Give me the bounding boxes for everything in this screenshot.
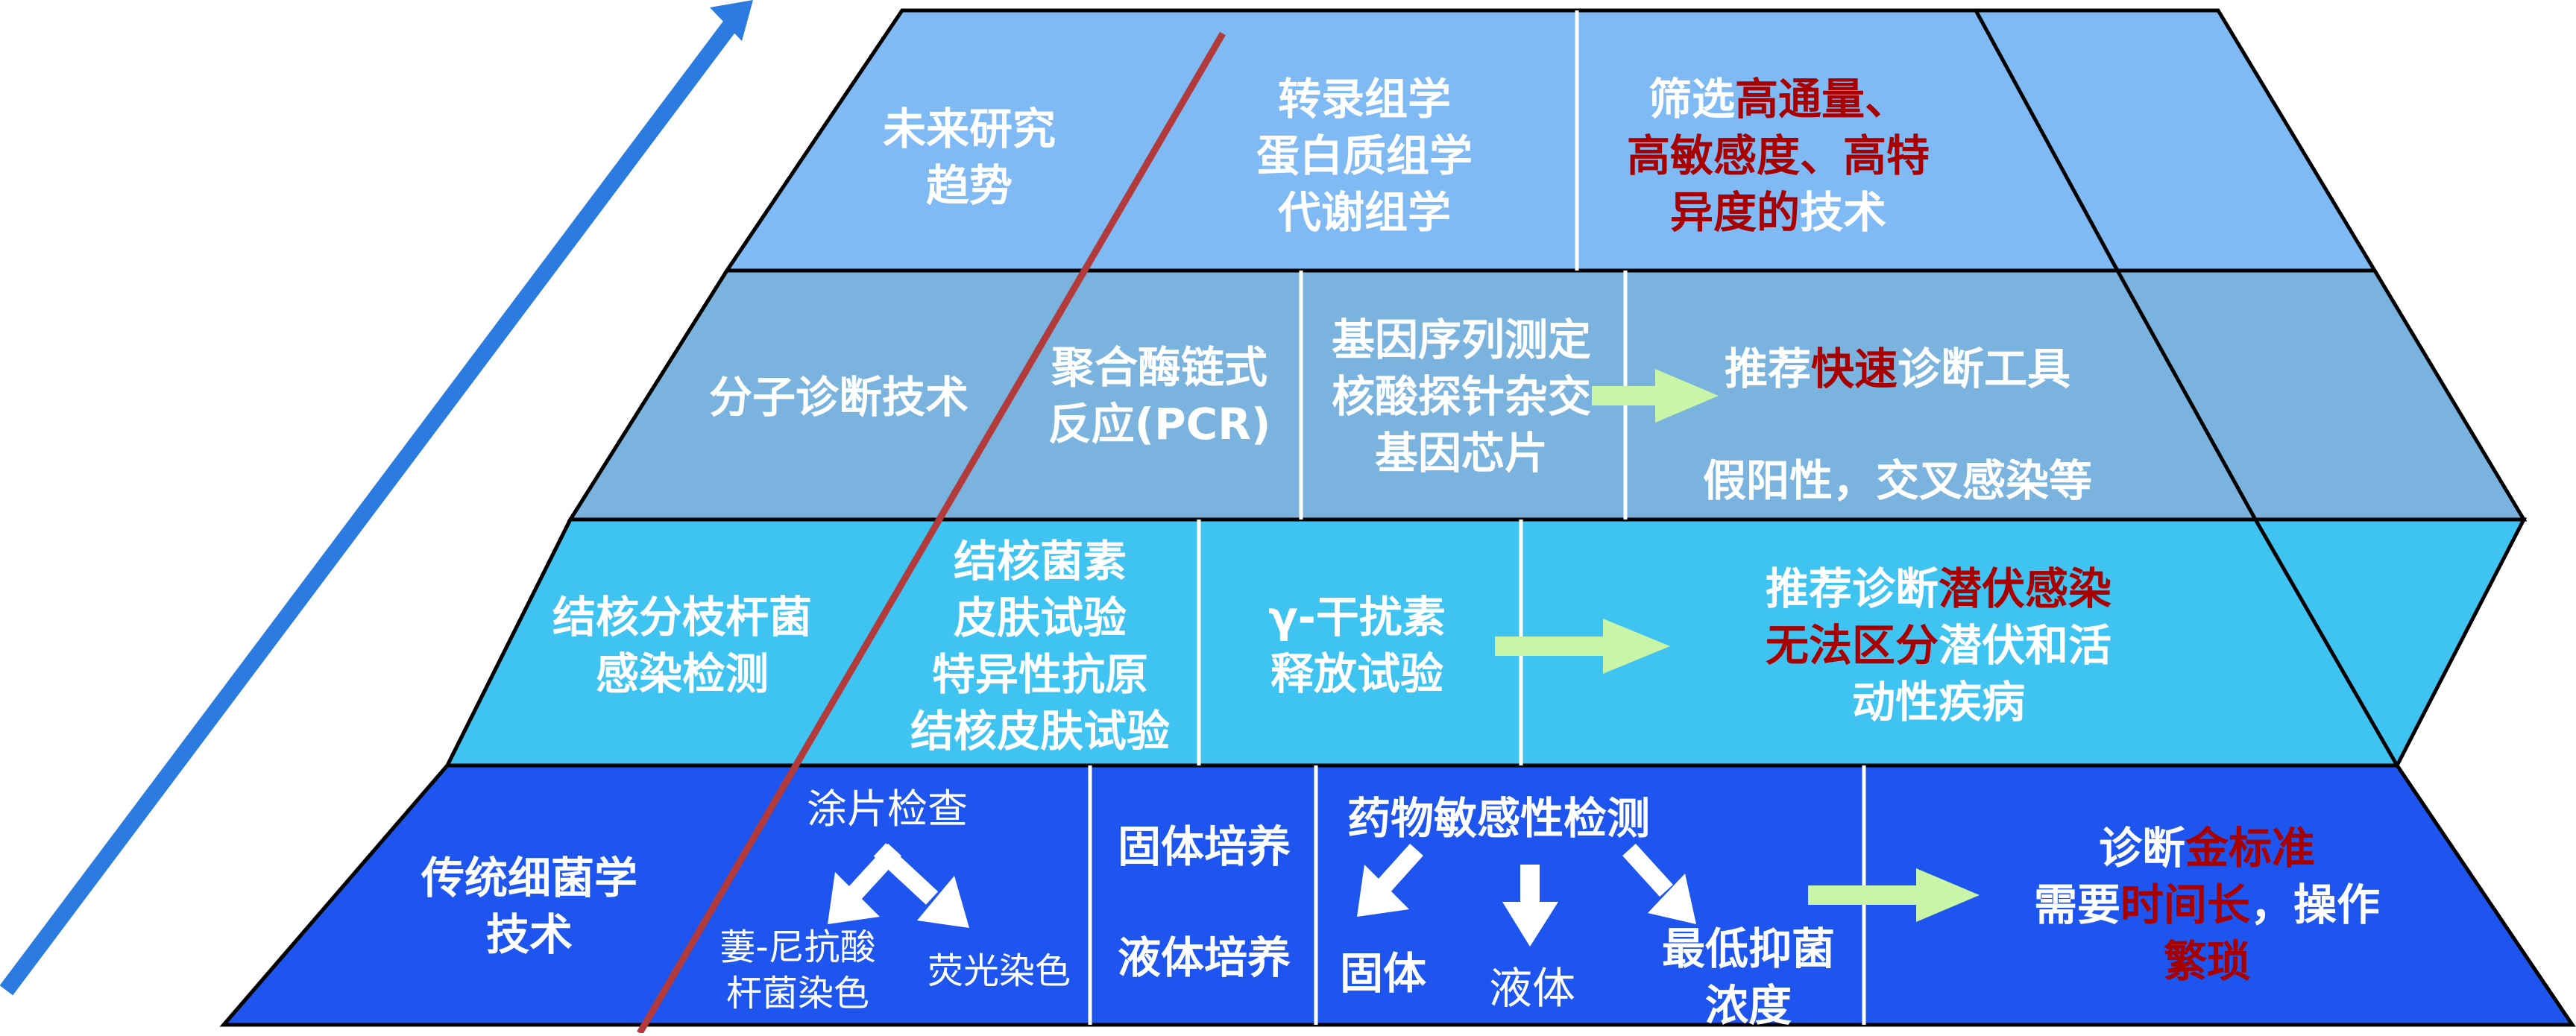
note-line: 推荐快速诊断工具 bbox=[1663, 313, 2132, 425]
tier-3-title: 结核分枝杆菌 感染检测 bbox=[552, 592, 812, 699]
tier-2-note: 推荐快速诊断工具 假阳性，交叉感染等 bbox=[1663, 313, 2132, 537]
emphasis-text: 繁琐 bbox=[2163, 936, 2250, 987]
emphasis-text: 异度的 bbox=[1669, 187, 1800, 238]
tier-4-note: 诊断金标准需要时间长，操作繁琐 bbox=[1998, 820, 2416, 990]
dst-solid: 固体 bbox=[1339, 948, 1426, 999]
note-text: 诊断工具 bbox=[1898, 344, 2071, 394]
emphasis-text: 高通量、 bbox=[1735, 74, 1909, 124]
emphasis-text: 高敏感度、高特 bbox=[1626, 130, 1930, 181]
tier-2-method-genetic: 基因序列测定 核酸探针杂交 基因芯片 bbox=[1331, 315, 1591, 478]
note-text: 诊断 bbox=[2098, 823, 2185, 874]
white-arrow-down-left bbox=[1357, 843, 1423, 917]
trend-arrow-head bbox=[710, 0, 753, 41]
white-arrow-down-right bbox=[1622, 843, 1696, 924]
note-line: 繁琐 bbox=[1998, 933, 2416, 990]
dst-liquid: 液体 bbox=[1488, 963, 1575, 1014]
tier-4-band-fill bbox=[219, 763, 2576, 1027]
tier-3-method-tst: 结核菌素 皮肤试验 特异性抗原 结核皮肤试验 bbox=[910, 536, 1170, 757]
tier-1-note: 筛选高通量、高敏感度、高特异度的技术 bbox=[1592, 71, 1965, 241]
note-line: 需要时间长，操作 bbox=[1998, 877, 2416, 933]
tier-3-method-igra: γ-干扰素 释放试验 bbox=[1268, 592, 1446, 699]
tier-4-title: 传统细菌学 技术 bbox=[421, 853, 637, 960]
note-text: 假阳性，交叉感染等 bbox=[1702, 455, 2092, 506]
emphasis-text: 潜伏感染 bbox=[1939, 563, 2112, 614]
emphasis-text: 快速 bbox=[1810, 344, 1898, 394]
culture-solid: 固体培养 bbox=[1117, 821, 1291, 872]
note-text: 推荐诊断 bbox=[1765, 563, 1939, 614]
note-line: 动性疾病 bbox=[1678, 674, 2199, 730]
emphasis-text: 金标准 bbox=[2185, 823, 2316, 874]
note-text: ，操作 bbox=[2250, 879, 2381, 930]
tier-2-title: 分子诊断技术 bbox=[708, 372, 969, 423]
note-line: 假阳性，交叉感染等 bbox=[1663, 425, 2132, 537]
note-line: 诊断金标准 bbox=[1998, 820, 2416, 877]
emphasis-text: 时间长 bbox=[2120, 879, 2250, 930]
note-text: 动性疾病 bbox=[1851, 677, 2025, 727]
note-text: 推荐 bbox=[1724, 344, 1811, 394]
note-text: 技术 bbox=[1800, 187, 1887, 238]
note-line: 异度的技术 bbox=[1592, 184, 1965, 241]
white-arrow-down bbox=[1502, 865, 1558, 947]
dst-mic: 最低抑菌 浓度 bbox=[1661, 923, 1835, 1031]
smear-label: 涂片检查 bbox=[807, 786, 968, 833]
smear-zn-stain: 萋-尼抗酸 杆菌染色 bbox=[719, 926, 876, 1014]
tier-3-note: 推荐诊断潜伏感染无法区分潜伏和活动性疾病 bbox=[1678, 560, 2199, 730]
tier-1-band-fill bbox=[723, 8, 2121, 273]
emphasis-text: 无法区分 bbox=[1765, 620, 1939, 671]
note-text: 需要 bbox=[2033, 879, 2120, 930]
note-text: 筛选 bbox=[1648, 74, 1735, 124]
tier-1-title: 未来研究 趋势 bbox=[882, 104, 1056, 211]
note-text: 潜伏和活 bbox=[1939, 620, 2112, 671]
trend-arrow bbox=[0, 3, 750, 996]
smear-fluorescent-stain: 荧光染色 bbox=[927, 950, 1071, 992]
red-diagonal-line bbox=[637, 31, 1226, 1035]
tier-1-methods: 转录组学 蛋白质组学 代谢组学 bbox=[1256, 74, 1473, 238]
green-arrow bbox=[1808, 868, 1980, 922]
note-line: 推荐诊断潜伏感染 bbox=[1678, 560, 2199, 617]
note-line: 高敏感度、高特 bbox=[1592, 127, 1965, 184]
tier-2-method-pcr: 聚合酶链式 反应(PCR) bbox=[1048, 342, 1271, 449]
culture-liquid: 液体培养 bbox=[1117, 932, 1291, 983]
note-line: 无法区分潜伏和活 bbox=[1678, 617, 2199, 674]
white-arrow-down-right bbox=[873, 843, 969, 928]
green-arrow bbox=[1592, 369, 1719, 423]
green-arrow bbox=[1495, 619, 1670, 674]
dst-label: 药物敏感性检测 bbox=[1347, 793, 1650, 844]
note-line: 筛选高通量、 bbox=[1592, 71, 1965, 127]
